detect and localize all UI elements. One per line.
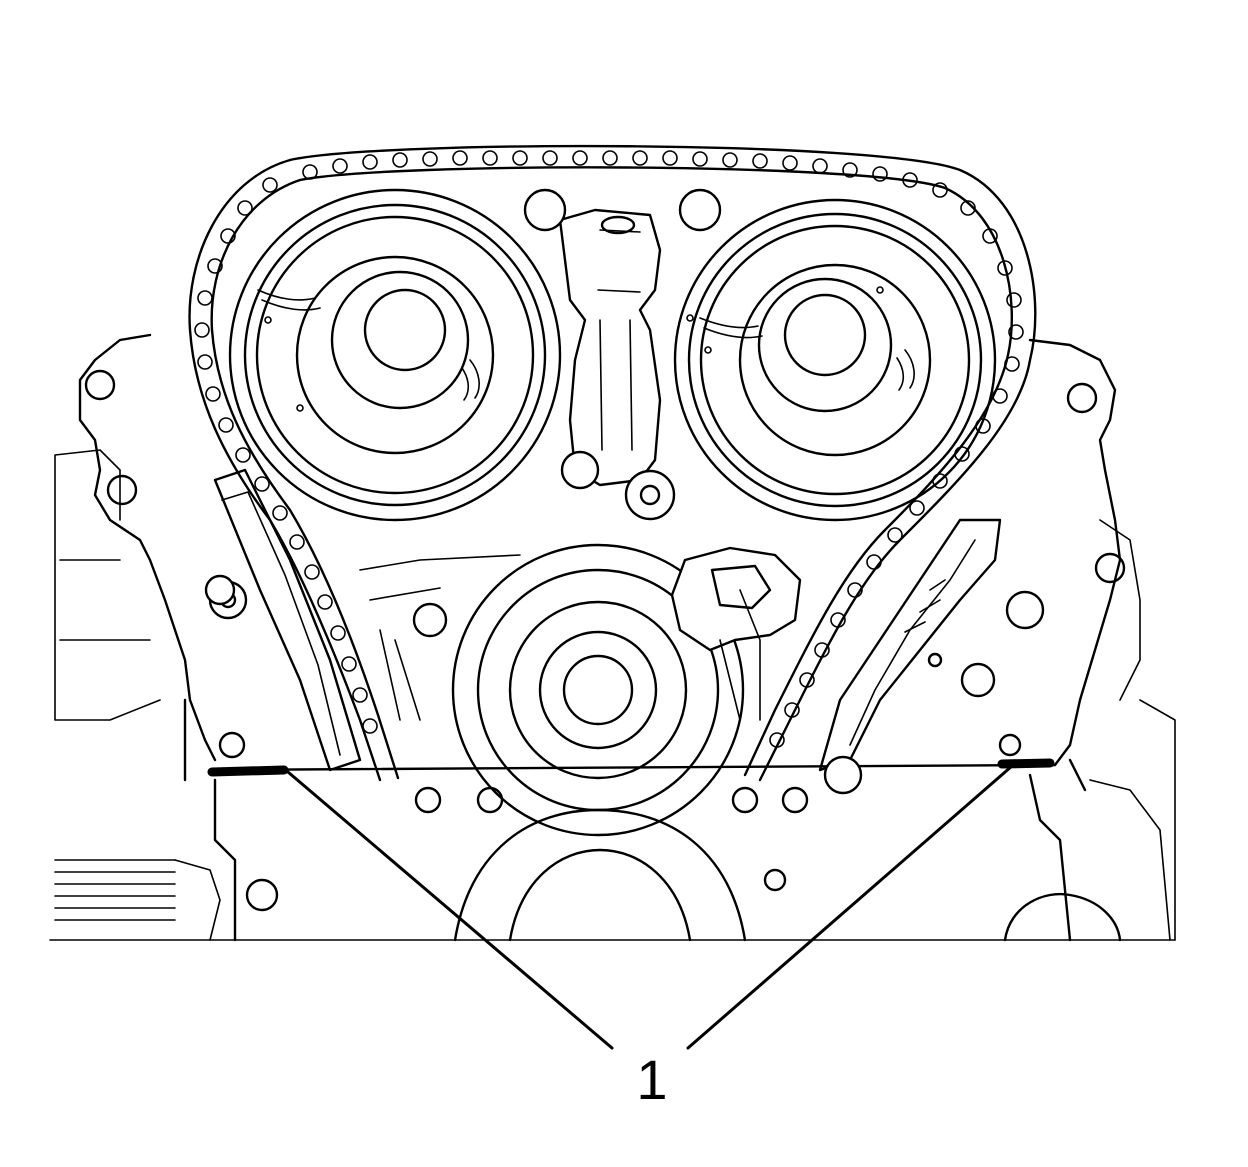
left-chain-guide-rail (208, 468, 362, 772)
chain-links-right (769, 200, 1024, 748)
chain-links-left (194, 177, 378, 734)
right-tensioner-guide (818, 518, 1002, 772)
oil-pump-bracket (670, 546, 802, 652)
right-camshaft-sprocket (673, 198, 997, 522)
right-leader-line (686, 764, 1014, 1050)
lower-engine-block (49, 755, 1176, 942)
left-sealant-point (207, 765, 289, 777)
right-sealant-point (997, 758, 1055, 769)
sealant-points (207, 758, 1055, 777)
chain-links-top (302, 150, 948, 198)
callout-leader-lines (286, 764, 1014, 1050)
left-leader-line (286, 770, 614, 1050)
crankshaft-sprocket (451, 543, 745, 837)
callout-number: 1 (636, 1048, 668, 1111)
upper-chain-guide (523, 188, 722, 521)
timing-chain (188, 144, 1037, 782)
left-camshaft-sprocket (228, 188, 562, 522)
housing-details (204, 554, 761, 721)
engine-housing (54, 333, 1176, 941)
